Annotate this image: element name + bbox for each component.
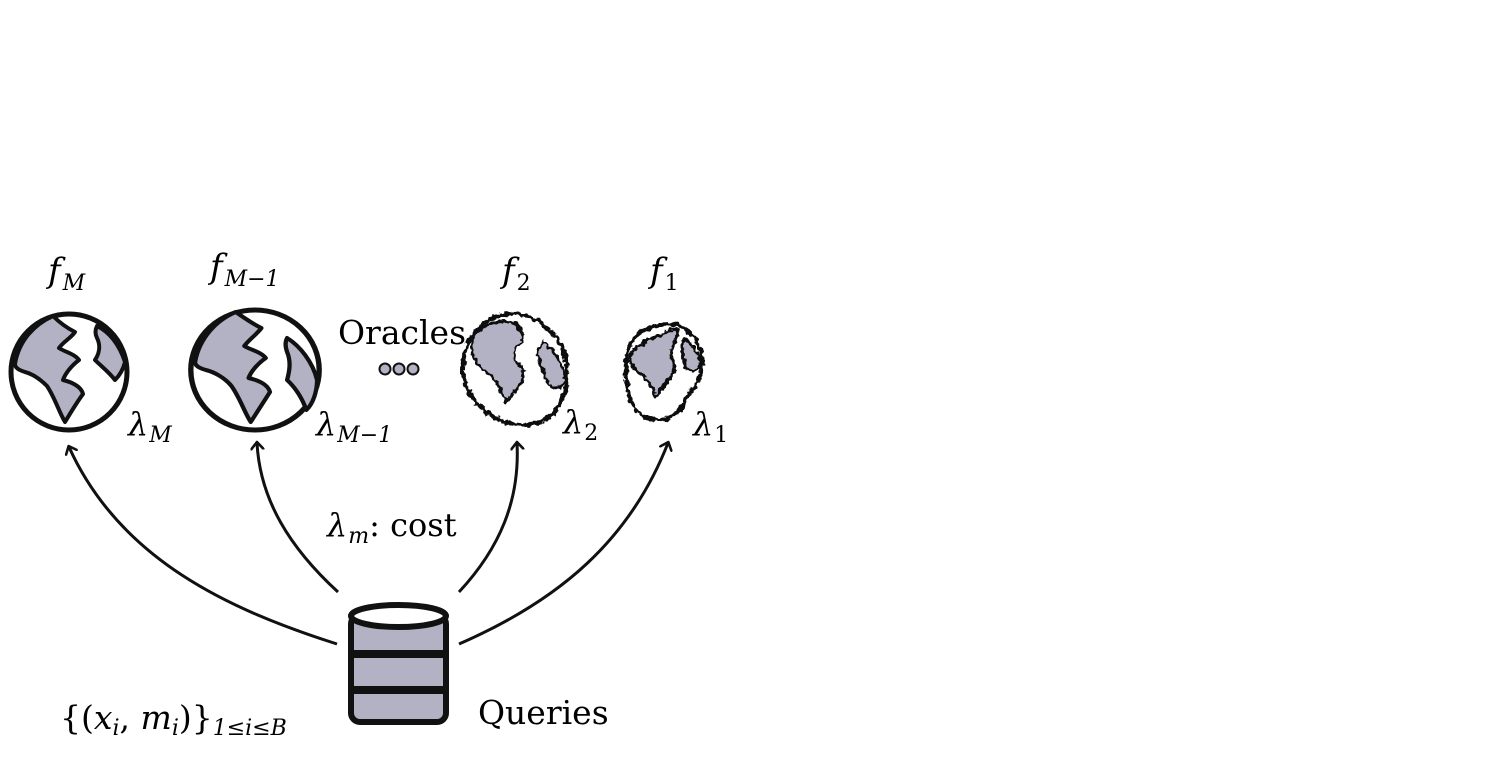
globe-icon xyxy=(188,307,322,433)
query-arrow xyxy=(457,443,517,594)
oracle-cost-label: λM xyxy=(126,405,172,448)
rough-globe-icon xyxy=(460,311,570,427)
query-set-notation: {(xi, mi)}1≤i≤B xyxy=(60,698,287,741)
oracle-function-label: f2 xyxy=(499,251,531,296)
oracle-cost-label: λM−1 xyxy=(314,405,392,448)
query-arrow xyxy=(458,443,668,646)
ellipsis-icon xyxy=(378,362,420,376)
database-icon xyxy=(348,602,449,725)
globe-icon xyxy=(8,311,130,433)
queries-label: Queries xyxy=(478,693,609,732)
oracle-cost-label: λ1 xyxy=(691,405,728,448)
oracles-title: Oracles xyxy=(338,313,466,352)
oracle-function-label: f1 xyxy=(647,251,679,296)
query-arrow xyxy=(257,443,340,594)
oracle-cost-label: λ2 xyxy=(561,403,598,446)
oracle-function-label: fM xyxy=(45,251,86,296)
cost-legend: λm: cost xyxy=(325,506,457,549)
rough-globe-icon xyxy=(623,321,705,423)
query-arrow xyxy=(69,447,338,646)
oracle-function-label: fM−1 xyxy=(207,247,280,292)
